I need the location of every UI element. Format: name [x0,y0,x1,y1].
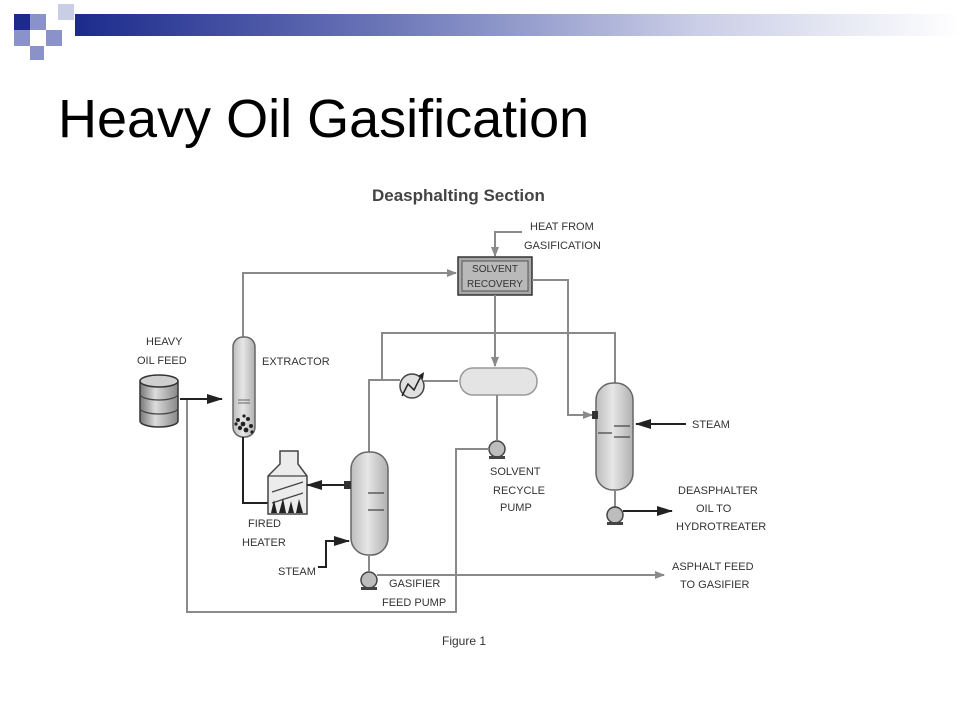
label-gasification: GASIFICATION [524,240,601,252]
decor-square-dark [14,14,30,30]
label-hydrotreater: HYDROTREATER [676,521,766,533]
stream-to-deasphalter [532,279,593,419]
label-oil-feed: OIL FEED [137,355,187,367]
heat-exchanger-icon [399,372,425,399]
label-feed-pump: FEED PUMP [382,597,446,609]
figure-caption: Figure 1 [442,634,486,648]
label-recovery: RECOVERY [467,279,523,290]
deasphalter-column [592,382,634,491]
solvent-recovery-unit: SOLVENT RECOVERY [457,256,533,296]
solvent-drum [459,367,538,396]
pump-icon [488,440,506,459]
section-title: Deasphalting Section [372,186,545,205]
stream-deasphalter-overhead [381,332,616,383]
slide-title: Heavy Oil Gasification [58,89,590,149]
stream-solvent-recycle [186,399,489,613]
pump-icon [606,506,624,525]
stream-extractor-bottoms [242,437,268,504]
label-solvent-pump-3: PUMP [500,502,532,514]
heavy-oil-drum-icon [139,374,179,428]
decor-square-light [58,4,74,20]
label-solvent-pump-1: SOLVENT [490,466,541,478]
label-oil-to: OIL TO [696,503,732,515]
label-solvent-pump-2: RECYCLE [493,485,545,497]
stream-extractor-overhead [242,269,457,338]
decor-square-light [30,14,46,30]
label-heat-from: HEAT FROM [530,221,594,233]
label-to-gasifier: TO GASIFIER [680,579,750,591]
extractor-column [232,336,256,438]
label-extractor: EXTRACTOR [262,356,330,368]
label-asphalt-feed: ASPHALT FEED [672,561,754,573]
decor-square-light [14,30,30,46]
fired-heater-icon [267,450,308,515]
label-fired: FIRED [248,518,281,530]
stream-settler-overhead [368,379,400,455]
label-steam-left: STEAM [278,566,316,578]
settler-column [344,451,389,556]
label-solvent: SOLVENT [472,264,518,275]
label-heater: HEATER [242,537,286,549]
pump-icon [360,571,378,590]
slide-header-decoration [0,0,960,60]
label-gasifier: GASIFIER [389,578,440,590]
heat-input-stream: HEAT FROM GASIFICATION [491,221,601,257]
decor-square-light [46,30,62,46]
label-deasphalter: DEASPHALTER [678,485,758,497]
label-steam-right: STEAM [692,419,730,431]
stream-steam-left [318,536,350,568]
label-heavy: HEAVY [146,336,183,348]
header-gradient-bar [75,14,960,36]
decor-square-light [30,46,44,60]
